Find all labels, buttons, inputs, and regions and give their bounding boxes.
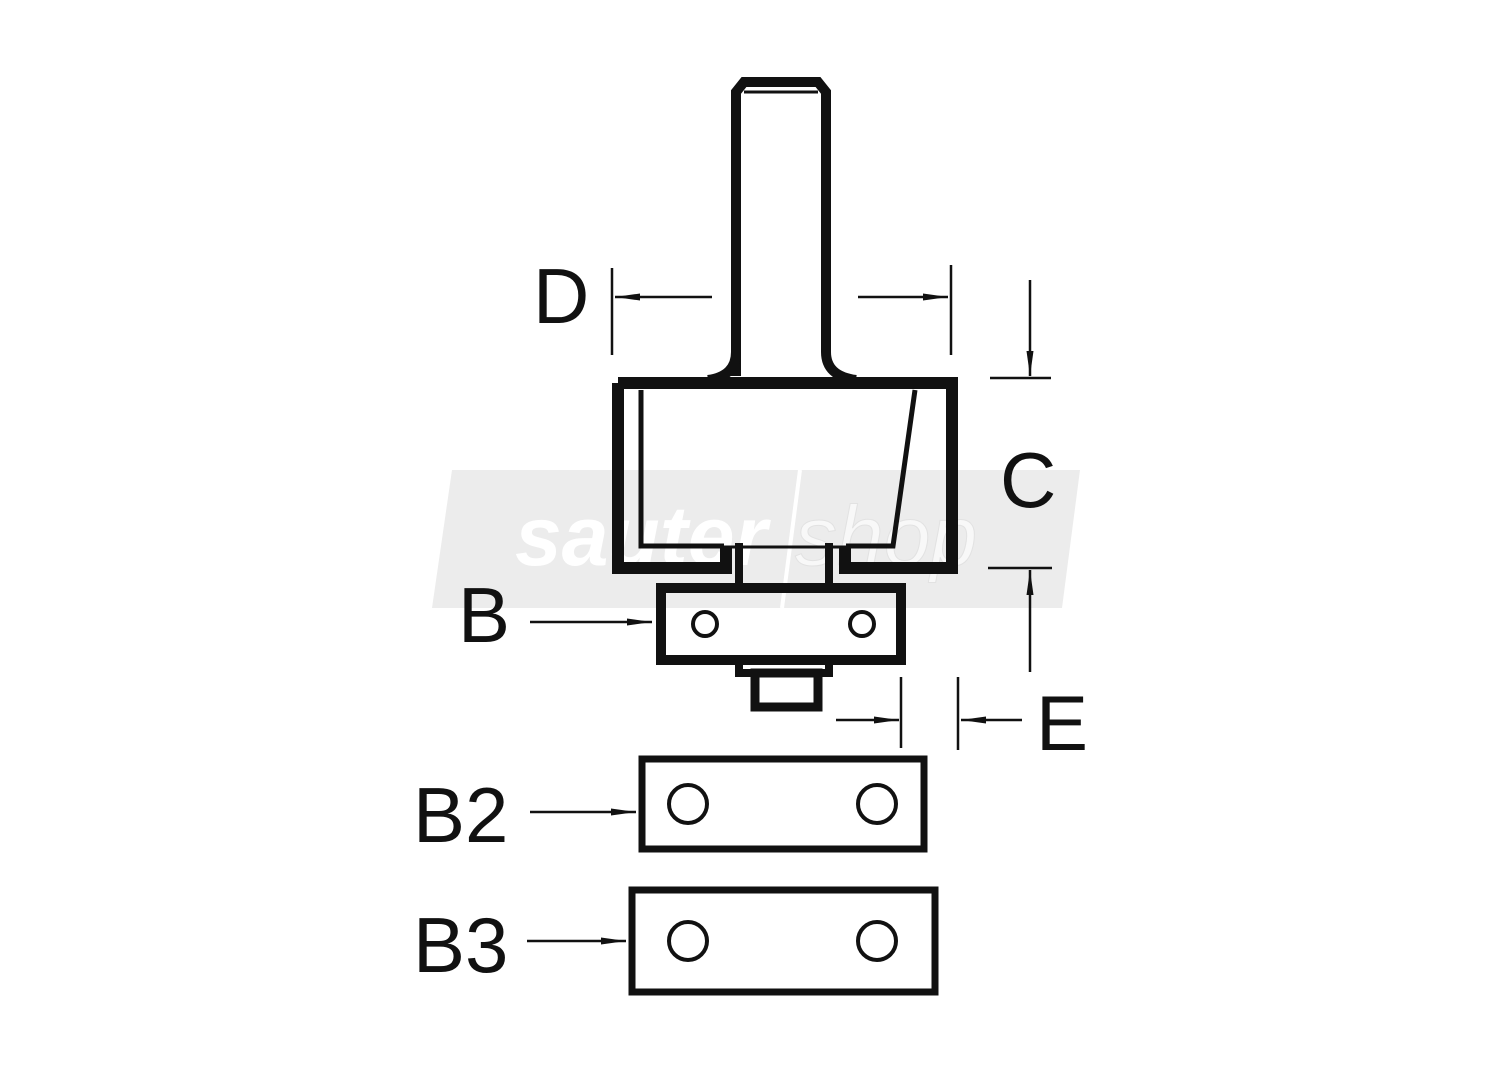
label-b3: B3 <box>413 901 508 989</box>
nut <box>750 668 823 712</box>
label-b2: B2 <box>413 771 508 859</box>
dimension-d <box>610 265 953 355</box>
label-b: B <box>458 571 510 659</box>
label-c: C <box>1000 436 1056 524</box>
shank <box>730 77 857 385</box>
label-e: E <box>1036 679 1088 767</box>
label-d: D <box>533 252 589 340</box>
bearing-hole <box>691 610 719 638</box>
bearing-hole <box>848 610 876 638</box>
bearing-b2 <box>638 755 928 853</box>
dimension-c <box>988 280 1052 672</box>
dimension-e <box>836 677 1022 750</box>
cutter-edge <box>638 389 918 549</box>
bearing-b3 <box>628 886 939 996</box>
